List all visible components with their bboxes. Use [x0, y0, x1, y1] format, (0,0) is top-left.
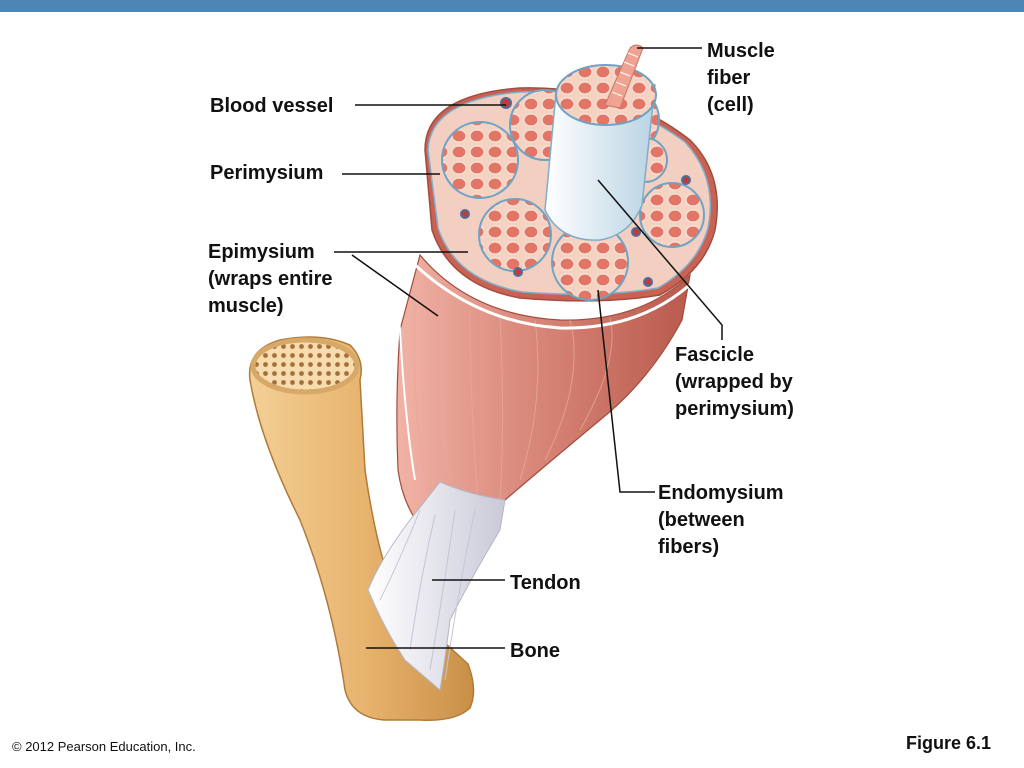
label-perimysium: Perimysium: [210, 162, 324, 184]
leader-fascicle: [597, 179, 723, 340]
leader-lines: [334, 47, 723, 649]
spongy-bone-end: [250, 337, 360, 395]
label-blood-vessel: Blood vessel: [210, 95, 334, 117]
top-bar: [0, 0, 1024, 12]
leader-endomysium: [597, 289, 655, 493]
label-epimysium: Epimysium (wraps entire muscle): [208, 241, 333, 317]
label-fascicle: Fascicle (wrapped by perimysium): [675, 344, 794, 420]
muscle-belly: [396, 204, 707, 546]
label-endomysium: Endomysium (between fibers): [658, 482, 784, 558]
figure-number: Figure 6.1: [906, 733, 992, 753]
label-muscle-fiber: Muscle fiber (cell): [707, 40, 775, 116]
tendon-shape: [367, 481, 506, 691]
copyright-notice: © 2012 Pearson Education, Inc.: [12, 739, 196, 754]
leader-epimysium-b: [351, 254, 439, 317]
cross-section: [424, 44, 718, 302]
label-tendon: Tendon: [510, 572, 581, 594]
blood-vessel-dots: [460, 97, 691, 287]
label-bone: Bone: [510, 640, 560, 662]
